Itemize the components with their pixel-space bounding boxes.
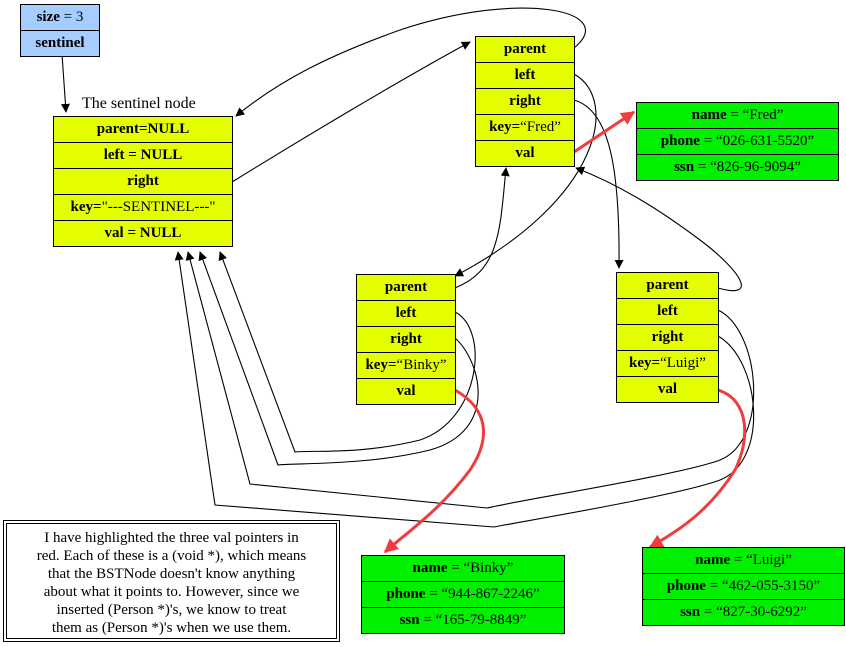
fred-ssn-field: ssn = “826-96-9094” <box>674 159 801 175</box>
val-arrow-fred <box>573 110 636 154</box>
luigi-ssn-field: ssn = “827-30-6292” <box>680 604 807 620</box>
arrow-fred-right-to-luigi <box>573 99 624 269</box>
fred-parent-field: parent <box>476 37 574 63</box>
binky-left-field: left <box>357 301 455 327</box>
person-binky: name = “Binky” phone = “944-867-2246” ss… <box>361 555 565 634</box>
arrow-sentinel-right-to-fred <box>231 41 471 183</box>
note-line: about what it points to. However, since … <box>43 584 300 600</box>
sentinel-val-field: val = NULL <box>104 225 182 241</box>
explanation-note: I have highlighted the three val pointer… <box>3 520 340 642</box>
val-arrow-luigi <box>648 388 747 549</box>
note-line: them as (Person *)'s when we use them. <box>51 620 292 636</box>
binky-name-field: name = “Binky” <box>362 556 564 582</box>
sentinel-parent-field: parent=NULL <box>54 117 232 143</box>
note-line: that the BSTNode doesn't know anything <box>47 566 296 582</box>
node-fred: parent left right key=“Fred” val <box>475 36 575 167</box>
luigi-right-field: right <box>617 325 718 351</box>
arrow-luigi-parent-to-fred <box>575 166 742 292</box>
arrow-binky-parent-to-fred <box>454 167 510 289</box>
node-binky: parent left right key=“Binky” val <box>356 274 456 405</box>
fred-left-field: left <box>476 63 574 89</box>
arrow-binky-right-to-sentinel <box>198 251 479 466</box>
person-fred: name = “Fred” phone = “026-631-5520” ssn… <box>636 102 839 181</box>
person-luigi: name = “Luigi” phone = “462-055-3150” ss… <box>642 547 845 626</box>
arrow-luigi-left-to-sentinel <box>185 251 755 509</box>
binky-key-field: key=“Binky” <box>357 353 455 379</box>
arrow-fred-left-to-binky <box>454 73 597 277</box>
sentinel-node: parent=NULL left = NULL right key="---SE… <box>53 116 233 247</box>
luigi-val-field: val <box>657 381 678 397</box>
luigi-left-field: left <box>617 299 718 325</box>
bst-header: size = 3 sentinel <box>20 4 100 57</box>
binky-ssn-field: ssn = “165-79-8849” <box>399 612 527 628</box>
luigi-parent-field: parent <box>617 273 718 299</box>
arrow-fred-parent-to-sentinel <box>235 7 586 117</box>
note-line: red. Each of these is a (void *), which … <box>36 548 307 564</box>
binky-right-field: right <box>357 327 455 353</box>
luigi-key-field: key=“Luigi” <box>617 351 718 377</box>
fred-key-field: key=“Fred” <box>476 115 574 141</box>
sentinel-left-field: left = NULL <box>54 143 232 169</box>
luigi-name-field: name = “Luigi” <box>643 548 844 574</box>
fred-right-field: right <box>476 89 574 115</box>
arrow-binky-left-to-sentinel <box>218 251 476 453</box>
sentinel-field: sentinel <box>35 35 85 51</box>
arrow-header-to-sentinel <box>60 53 70 113</box>
node-luigi: parent left right key=“Luigi” val <box>616 272 719 403</box>
binky-parent-field: parent <box>357 275 455 301</box>
fred-phone-field: phone = “026-631-5520” <box>637 129 838 155</box>
sentinel-key-field: key="---SENTINEL---" <box>54 195 232 221</box>
binky-val-field: val <box>396 383 416 399</box>
sentinel-caption: The sentinel node <box>82 95 196 112</box>
arrow-luigi-right-to-sentinel <box>174 251 755 528</box>
size-field: size = 3 <box>21 5 99 31</box>
fred-name-field: name = “Fred” <box>637 103 838 129</box>
note-line: inserted (Person *)'s, we know to treat <box>56 602 287 618</box>
note-line: I have highlighted the three val pointer… <box>44 530 299 546</box>
luigi-phone-field: phone = “462-055-3150” <box>643 574 844 600</box>
val-arrow-binky <box>383 388 485 554</box>
sentinel-right-field: right <box>54 169 232 195</box>
binky-phone-field: phone = “944-867-2246” <box>362 582 564 608</box>
fred-val-field: val <box>515 145 535 161</box>
